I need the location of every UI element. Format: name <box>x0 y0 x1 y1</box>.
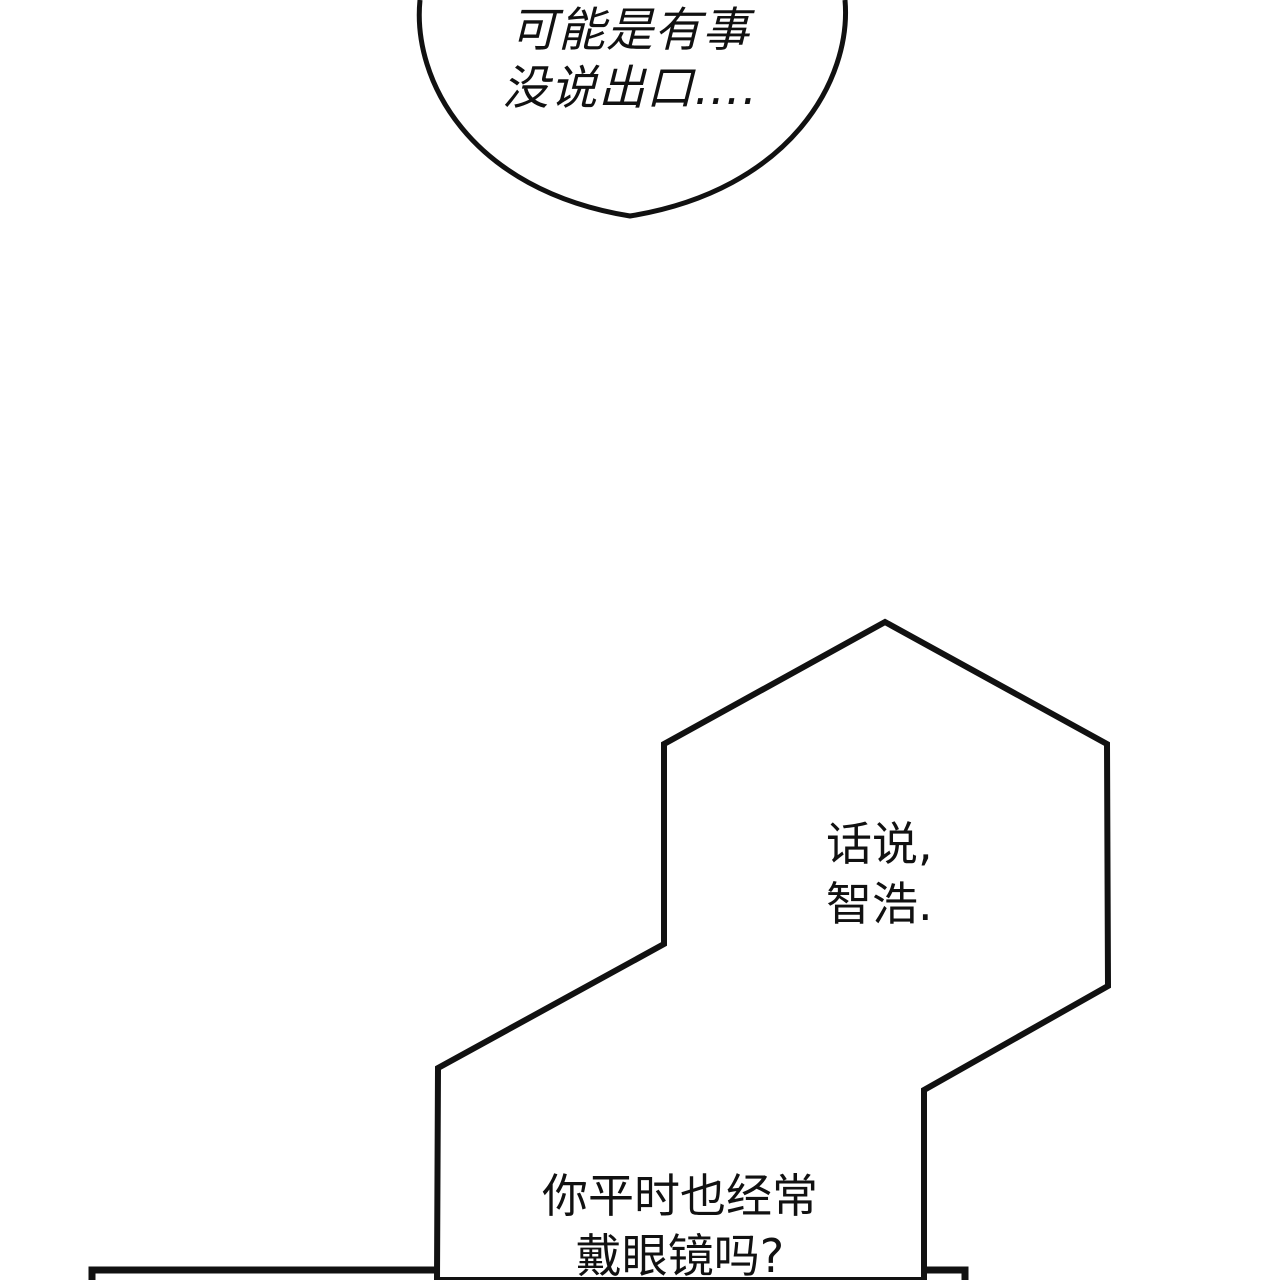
bottom-bubble-line-2: 戴眼镜吗? <box>575 1229 785 1283</box>
bottom-bubble-line-1: 你平时也经常 <box>542 1169 818 1223</box>
bottom-bubble-text: 你平时也经常 戴眼镜吗? <box>510 1166 850 1286</box>
bottom-panel-border <box>88 1266 969 1280</box>
middle-bubble-line-1: 话说, <box>826 817 933 871</box>
top-bubble-text: 可能是有事 没说出口…. <box>486 2 774 118</box>
middle-bubble-line-2: 智浩. <box>826 877 933 931</box>
top-speech-bubble-outline <box>416 0 849 219</box>
middle-bubble-text: 话说, 智浩. <box>826 814 976 934</box>
top-bubble-line-1: 可能是有事 <box>510 3 750 58</box>
top-bubble-line-2: 没说出口…. <box>502 61 758 116</box>
